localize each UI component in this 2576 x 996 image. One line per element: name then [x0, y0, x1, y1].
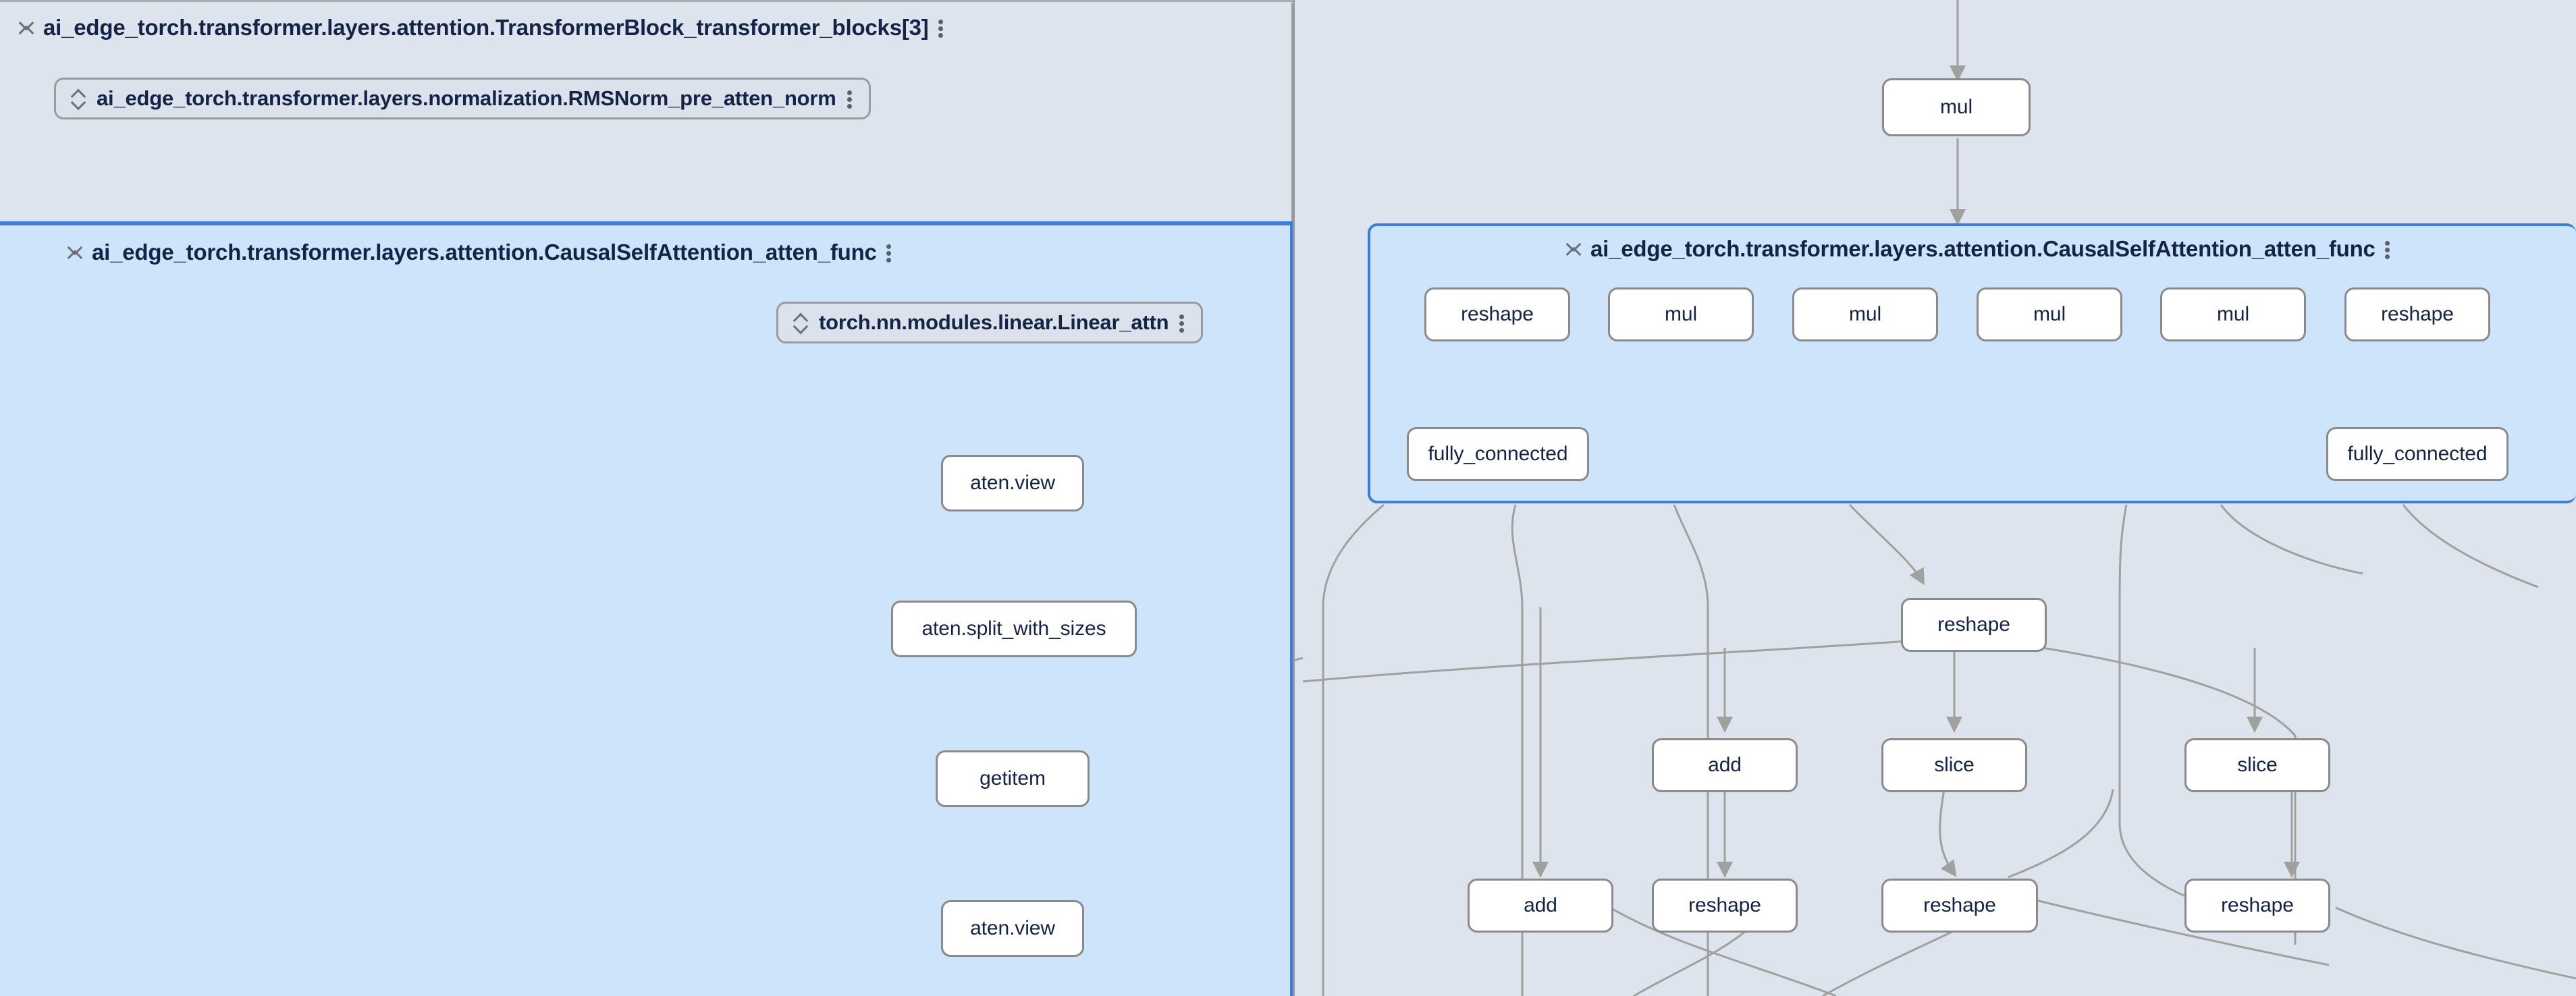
- node-linear-attn[interactable]: torch.nn.modules.linear.Linear_attn: [776, 302, 1204, 343]
- expand-chevrons-icon[interactable]: [793, 311, 808, 334]
- node-reshape-r3b-label: reshape: [1923, 894, 1996, 916]
- collapse-chevrons-icon[interactable]: [19, 16, 34, 39]
- node-add-r3-label: add: [1524, 894, 1557, 916]
- collapse-chevrons-icon[interactable]: [1566, 238, 1581, 260]
- node-mul-g2[interactable]: mul: [1792, 287, 1938, 341]
- group-causal-self-attention-left-label: ai_edge_torch.transformer.layers.attenti…: [92, 240, 877, 265]
- node-mul-top[interactable]: mul: [1882, 78, 2031, 136]
- node-add-r2-label: add: [1708, 754, 1742, 776]
- node-reshape-r3c[interactable]: reshape: [2184, 879, 2330, 933]
- node-mul-g1[interactable]: mul: [1608, 287, 1754, 341]
- collapse-chevrons-icon[interactable]: [68, 241, 82, 264]
- node-aten-split-with-sizes[interactable]: aten.split_with_sizes: [891, 601, 1137, 657]
- node-slice-mid-label: slice: [1934, 754, 1975, 776]
- node-reshape-r3a[interactable]: reshape: [1652, 879, 1798, 933]
- group-transformer-block-label: ai_edge_torch.transformer.layers.attenti…: [43, 15, 929, 40]
- node-linear-attn-label: torch.nn.modules.linear.Linear_attn: [819, 310, 1169, 334]
- node-aten-view-1-label: aten.view: [970, 472, 1055, 494]
- node-fully-connected-left[interactable]: fully_connected: [1407, 427, 1589, 481]
- more-vert-icon[interactable]: [847, 87, 854, 110]
- more-vert-icon[interactable]: [1179, 311, 1186, 334]
- expand-chevrons-icon[interactable]: [71, 87, 86, 110]
- node-getitem[interactable]: getitem: [936, 750, 1090, 807]
- node-fully-connected-right[interactable]: fully_connected: [2326, 427, 2508, 481]
- node-slice-right[interactable]: slice: [2184, 738, 2330, 792]
- more-vert-icon[interactable]: [886, 241, 893, 264]
- group-causal-self-attention-right-header[interactable]: ai_edge_torch.transformer.layers.attenti…: [1566, 236, 2392, 262]
- group-transformer-block-header[interactable]: ai_edge_torch.transformer.layers.attenti…: [19, 15, 945, 40]
- node-reshape-r3b[interactable]: reshape: [1881, 879, 2038, 933]
- node-reshape-r3c-label: reshape: [2221, 894, 2294, 916]
- node-slice-right-label: slice: [2237, 754, 2278, 776]
- node-mul-g3-label: mul: [2033, 303, 2066, 325]
- node-mul-g2-label: mul: [1848, 303, 1882, 325]
- node-add-r2[interactable]: add: [1652, 738, 1798, 792]
- node-aten-view-2[interactable]: aten.view: [941, 900, 1084, 957]
- node-reshape-g2[interactable]: reshape: [2344, 287, 2490, 341]
- node-fully-connected-left-label: fully_connected: [1428, 443, 1568, 465]
- node-slice-mid[interactable]: slice: [1881, 738, 2027, 792]
- group-causal-self-attention-right-label: ai_edge_torch.transformer.layers.attenti…: [1590, 236, 2376, 261]
- more-vert-icon[interactable]: [938, 16, 945, 39]
- node-aten-view-1[interactable]: aten.view: [941, 455, 1084, 511]
- group-causal-self-attention-left-header[interactable]: ai_edge_torch.transformer.layers.attenti…: [68, 240, 893, 265]
- node-aten-view-2-label: aten.view: [970, 917, 1055, 939]
- node-mul-g4-label: mul: [2216, 303, 2250, 325]
- node-reshape-g1[interactable]: reshape: [1424, 287, 1570, 341]
- node-mul-g4[interactable]: mul: [2160, 287, 2306, 341]
- node-mul-g1-label: mul: [1664, 303, 1698, 325]
- node-reshape-r1[interactable]: reshape: [1901, 598, 2047, 652]
- left-pane-top-rule: [0, 0, 1293, 2]
- node-fully-connected-right-label: fully_connected: [2347, 443, 2488, 465]
- more-vert-icon[interactable]: [2384, 238, 2392, 260]
- node-reshape-r1-label: reshape: [1937, 613, 2010, 636]
- node-getitem-label: getitem: [980, 767, 1046, 790]
- node-reshape-g2-label: reshape: [2381, 303, 2454, 325]
- pane-splitter[interactable]: [1293, 0, 1295, 996]
- node-reshape-g1-label: reshape: [1461, 303, 1534, 325]
- node-rmsnorm-pre-atten-norm-label: ai_edge_torch.transformer.layers.normali…: [97, 86, 836, 110]
- node-rmsnorm-pre-atten-norm[interactable]: ai_edge_torch.transformer.layers.normali…: [54, 78, 871, 119]
- node-reshape-r3a-label: reshape: [1688, 894, 1761, 916]
- node-add-r3[interactable]: add: [1468, 879, 1613, 933]
- node-aten-split-with-sizes-label: aten.split_with_sizes: [921, 617, 1106, 640]
- node-mul-g3[interactable]: mul: [1977, 287, 2122, 341]
- node-mul-top-label: mul: [1939, 96, 1973, 118]
